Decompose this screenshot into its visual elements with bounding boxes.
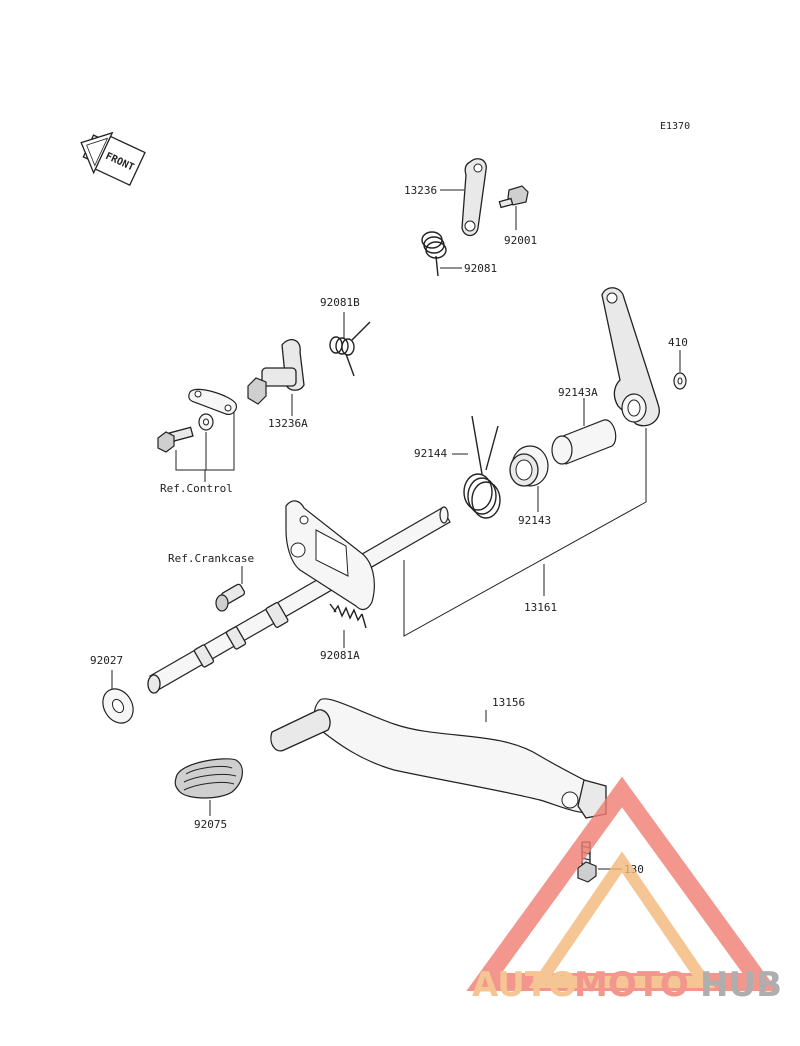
part-92143A-bushing bbox=[551, 398, 617, 465]
part-shift-arm bbox=[601, 287, 660, 427]
part-92144-spring bbox=[452, 415, 501, 519]
label-92081: 92081 bbox=[464, 262, 497, 275]
label-13156: 13156 bbox=[492, 696, 525, 709]
part-13236-lever bbox=[440, 158, 487, 237]
label-ref-crankcase: Ref.Crankcase bbox=[168, 552, 254, 565]
label-13236: 13236 bbox=[404, 184, 437, 197]
label-92144: 92144 bbox=[414, 447, 447, 460]
logo-text-moto: MOTO bbox=[574, 965, 689, 1005]
part-92027-washer bbox=[102, 670, 134, 724]
leader-13161 bbox=[403, 428, 647, 637]
label-13161: 13161 bbox=[524, 601, 557, 614]
part-13156-shift-pedal bbox=[270, 698, 607, 819]
part-13161-shift-shaft bbox=[147, 500, 451, 694]
label-92027: 92027 bbox=[90, 654, 123, 667]
part-92075-rubber bbox=[174, 758, 243, 816]
label-ref-control: Ref.Control bbox=[160, 482, 233, 495]
label-92143: 92143 bbox=[518, 514, 551, 527]
label-13236A: 13236A bbox=[268, 417, 308, 430]
part-410-washer bbox=[673, 350, 687, 390]
label-92001: 92001 bbox=[504, 234, 537, 247]
front-arrow-icon: FRONT bbox=[80, 131, 146, 187]
part-92081-spring bbox=[421, 231, 462, 277]
part-92081A-spring bbox=[329, 603, 367, 648]
label-92081A: 92081A bbox=[320, 649, 360, 662]
part-92081B-spring bbox=[329, 312, 371, 377]
automotohub-logo: AUTO MOTO HUB bbox=[466, 776, 782, 1005]
ref-crankcase-pin bbox=[215, 566, 246, 612]
part-92143-collar bbox=[509, 445, 549, 512]
logo-text-hub: HUB bbox=[700, 965, 782, 1005]
label-92143A: 92143A bbox=[558, 386, 598, 399]
diagram-code: E1370 bbox=[660, 121, 690, 132]
logo-text-auto: AUTO bbox=[472, 965, 577, 1005]
label-92075: 92075 bbox=[194, 818, 227, 831]
label-92081B: 92081B bbox=[320, 296, 360, 309]
ref-control-parts bbox=[157, 388, 237, 482]
part-13236A-arm bbox=[247, 339, 305, 416]
part-92001-bolt bbox=[498, 185, 529, 230]
label-410: 410 bbox=[668, 336, 688, 349]
